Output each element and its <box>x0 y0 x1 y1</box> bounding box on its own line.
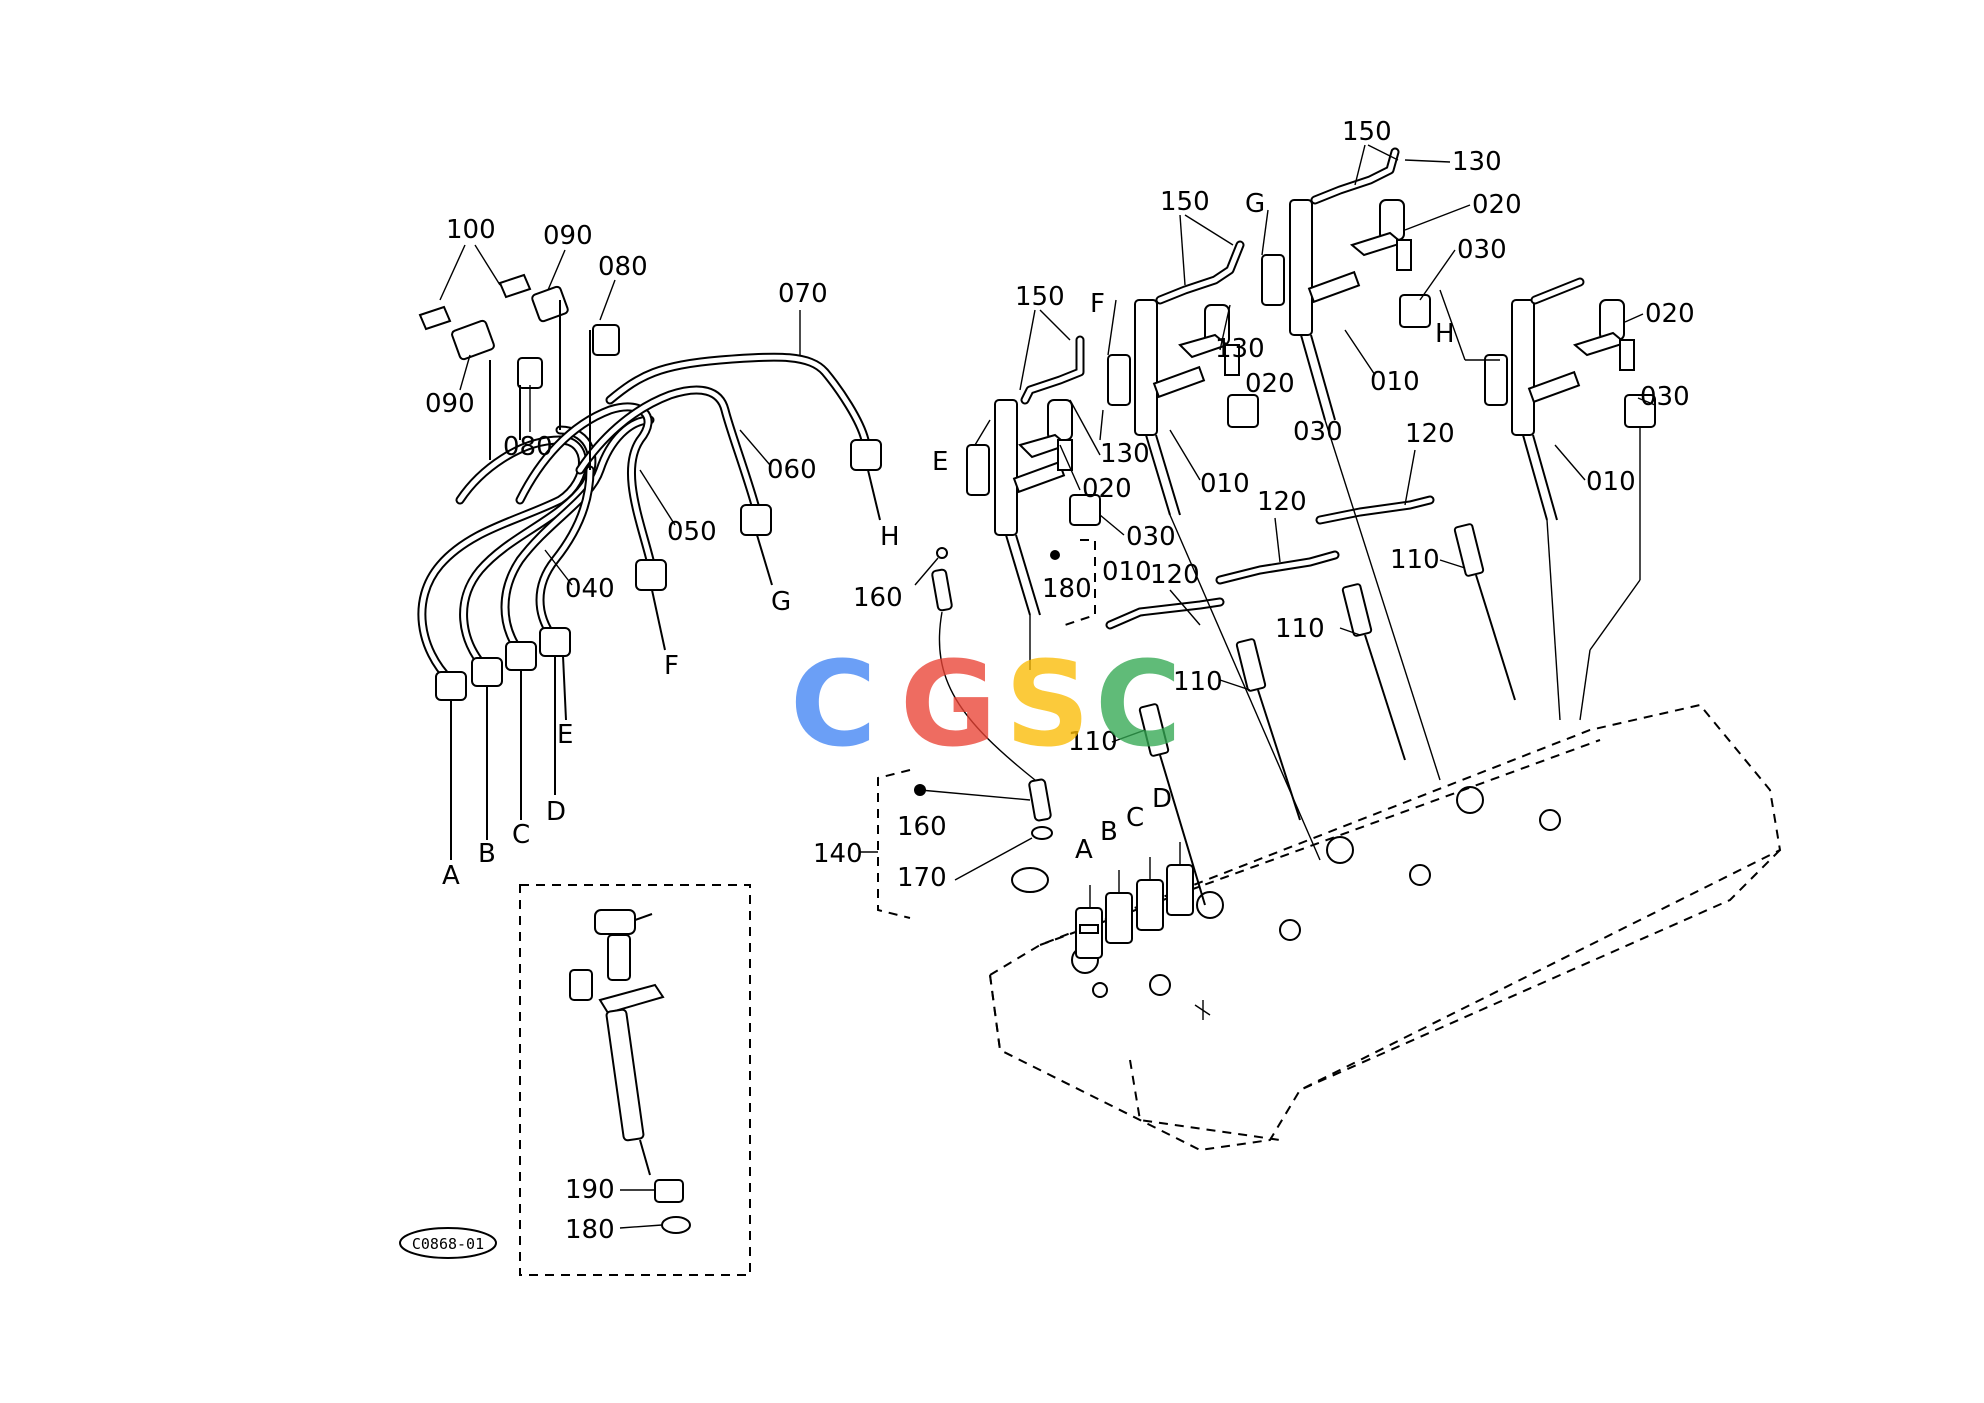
label-140: 140 <box>813 839 863 869</box>
diagram-code-badge: C0868-01 <box>399 1227 497 1259</box>
label-010-right-mid: 010 <box>1370 367 1420 397</box>
label-170: 170 <box>897 863 947 893</box>
label-020-mid: 020 <box>1245 369 1295 399</box>
label-020-left: 020 <box>1082 474 1132 504</box>
detail-inset: 190 180 <box>519 884 751 1276</box>
label-130-left: 130 <box>1100 439 1150 469</box>
diagram-code: C0868-01 <box>412 1235 484 1253</box>
label-130-mid: 130 <box>1215 334 1265 364</box>
label-080-bottom: 080 <box>503 432 553 462</box>
label-160-lower: 160 <box>897 812 947 842</box>
label-160-upper: 160 <box>853 583 903 613</box>
label-110-right: 110 <box>1390 545 1440 575</box>
label-100: 100 <box>446 215 496 245</box>
letter-D-head: D <box>1152 784 1172 814</box>
letter-B-head: B <box>1100 817 1118 847</box>
label-190: 190 <box>565 1175 615 1205</box>
letter-C-left: C <box>512 820 530 850</box>
label-050: 050 <box>667 517 717 547</box>
return-hoses <box>1105 495 1435 630</box>
leak-off-pipes <box>1020 147 1585 405</box>
label-090-bottom: 090 <box>425 389 475 419</box>
label-110-left: 110 <box>1068 727 1118 757</box>
label-040: 040 <box>565 574 615 604</box>
label-030-top: 030 <box>1457 235 1507 265</box>
label-F-right: F <box>1090 289 1105 319</box>
label-010-right: 010 <box>1586 467 1636 497</box>
label-090-top: 090 <box>543 221 593 251</box>
injector-assembly-G <box>1261 199 1431 421</box>
label-030-left: 030 <box>1126 522 1176 552</box>
label-030-right: 030 <box>1640 382 1690 412</box>
label-H-right: H <box>1435 319 1455 349</box>
label-110-mid: 110 <box>1275 614 1325 644</box>
label-120-mid: 120 <box>1257 487 1307 517</box>
injector-assembly-E <box>966 399 1101 616</box>
label-010-left: 010 <box>1102 557 1152 587</box>
letter-B-left: B <box>478 839 496 869</box>
letter-F-left: F <box>664 651 679 681</box>
label-020-right: 020 <box>1645 299 1695 329</box>
kit-140 <box>877 547 1053 919</box>
leader-lines-right <box>974 209 1641 861</box>
glow-plugs <box>1138 523 1516 906</box>
label-120-top: 120 <box>1405 419 1455 449</box>
label-150-mid: 150 <box>1160 187 1210 217</box>
label-030-mid: 030 <box>1293 417 1343 447</box>
label-020-top: 020 <box>1472 190 1522 220</box>
injector-assembly-H <box>1484 299 1656 521</box>
watermark-letter-c1: C <box>790 635 877 773</box>
label-180-inset: 180 <box>565 1215 615 1245</box>
letter-H-left: H <box>880 522 900 552</box>
label-E-right: E <box>932 447 948 477</box>
label-060: 060 <box>767 455 817 485</box>
cylinder-head-outline <box>988 703 1782 1152</box>
label-080-top: 080 <box>598 252 648 282</box>
watermark-letter-g: G <box>900 635 997 773</box>
letter-A-left: A <box>442 861 460 891</box>
label-070: 070 <box>778 279 828 309</box>
watermark-letter-s: S <box>1005 635 1090 773</box>
cgsc-watermark: C G S C <box>790 635 1182 773</box>
left-group-labels: 100 090 080 090 080 070 060 050 040 A B … <box>425 215 900 891</box>
letter-G-left: G <box>771 587 791 617</box>
watermark-letter-c2: C <box>1095 635 1182 773</box>
letter-C-head: C <box>1126 803 1144 833</box>
label-120-left: 120 <box>1150 560 1200 590</box>
injection-pipes <box>417 273 882 860</box>
letter-D-left: D <box>546 797 566 827</box>
label-130-top: 130 <box>1452 147 1502 177</box>
letter-A-head: A <box>1075 835 1093 865</box>
label-150-top: 150 <box>1342 117 1392 147</box>
label-010-mid: 010 <box>1200 469 1250 499</box>
label-150-left: 150 <box>1015 282 1065 312</box>
label-G-right: G <box>1245 189 1265 219</box>
right-group-labels: 150 130 020 030 G 150 130 020 030 010 12… <box>813 117 1695 893</box>
letter-E-left: E <box>557 720 573 750</box>
pump-outlets: A B C D <box>1011 784 1194 959</box>
label-180-right: 180 <box>1042 574 1092 604</box>
injector-assembly-F <box>1107 299 1259 516</box>
label-110-center: 110 <box>1173 667 1223 697</box>
